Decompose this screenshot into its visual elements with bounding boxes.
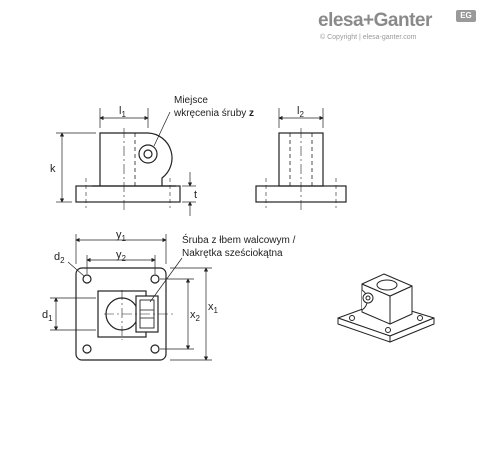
dim-t-label: t	[194, 189, 197, 201]
front-base-plate	[75, 185, 181, 203]
screw-hole-front	[138, 144, 158, 164]
dim-k-label: k	[50, 163, 56, 175]
screw-location-note-line2: wkręcenia śruby z	[173, 108, 254, 119]
side-view	[255, 128, 347, 210]
isometric-view	[337, 273, 435, 343]
brand-copyright: © Copyright | elesa-ganter.com	[320, 34, 417, 41]
front-view	[75, 128, 181, 210]
top-view	[75, 267, 174, 361]
dim-d1-label: d1	[42, 309, 53, 323]
front-body-outline	[99, 132, 173, 186]
mount-hole	[150, 274, 160, 284]
dim-d2-label: d2	[54, 251, 65, 265]
dim-l2-label: l2	[297, 105, 304, 119]
dim-x1-label: x1	[208, 301, 219, 315]
dim-l1-label: l1	[119, 105, 126, 119]
brand-logo: elesa+Ganter EG © Copyright | elesa-gant…	[318, 10, 478, 44]
eg-badge: EG	[456, 10, 476, 22]
mount-hole	[82, 344, 92, 354]
screw-location-note-line1: Miejsce	[174, 95, 208, 106]
screw-nut-note-line2: Nakrętka sześciokątna	[182, 248, 283, 259]
brand-name: elesa+Ganter	[318, 10, 432, 31]
mount-hole	[82, 274, 92, 284]
dim-y1-label: y1	[116, 229, 127, 243]
screw-nut-note-line1: Śruba z łbem walcowym /	[182, 233, 296, 246]
dim-x2-label: x2	[190, 309, 201, 323]
mount-hole	[150, 344, 160, 354]
dim-y2-label: y2	[116, 249, 127, 263]
